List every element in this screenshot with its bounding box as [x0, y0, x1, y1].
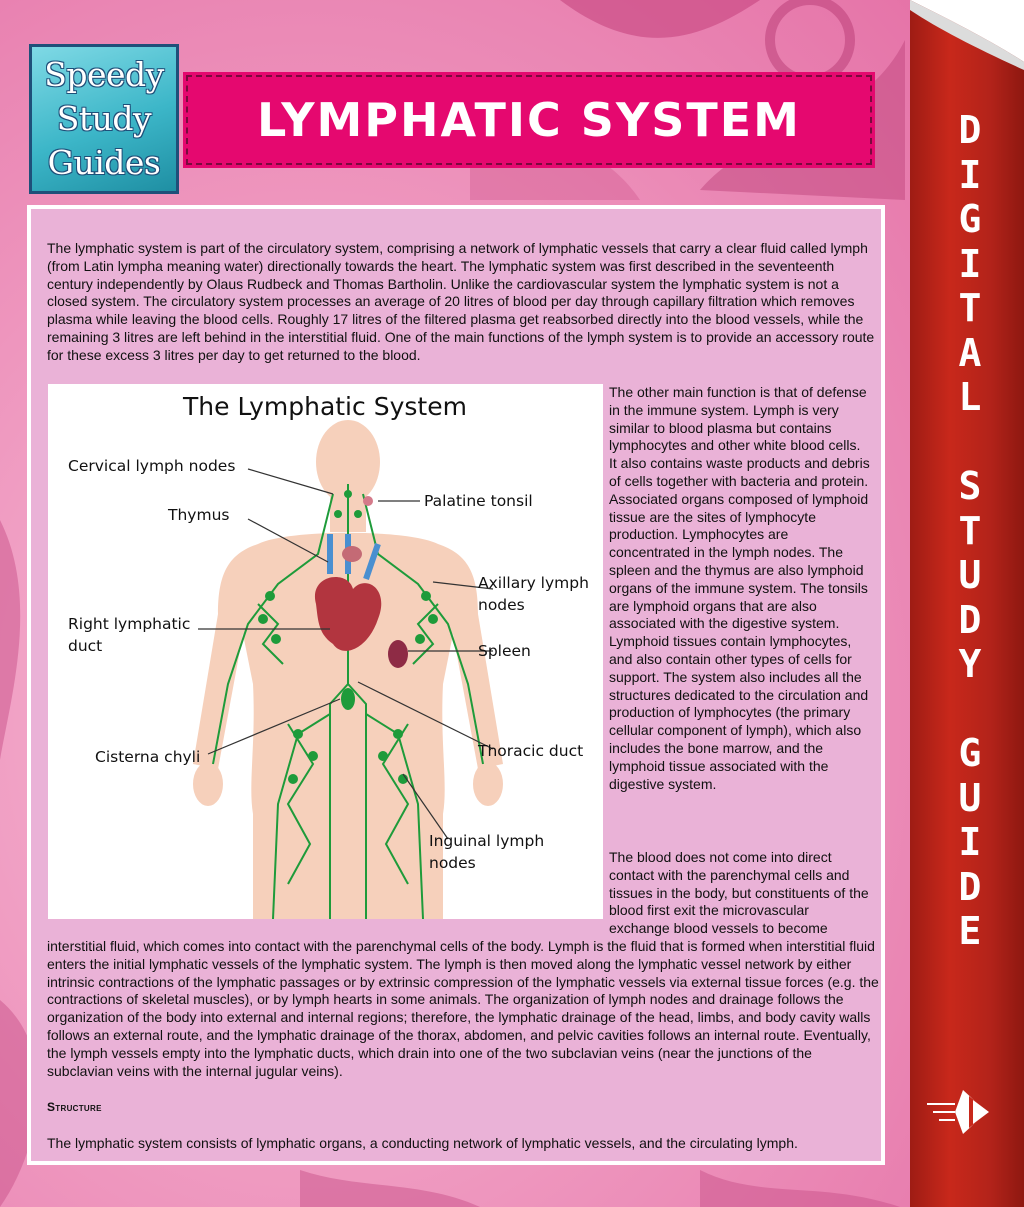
label-cervical-lymph-nodes: Cervical lymph nodes — [68, 457, 236, 475]
content-panel: The lymphatic system is part of the circ… — [27, 205, 885, 1165]
speedy-study-guides-logo: Speedy Study Guides — [29, 44, 179, 194]
page-curl-icon — [910, 0, 1024, 70]
label-axillary-lymph-nodes-1: Axillary lymph — [478, 574, 589, 592]
structure-paragraph: The lymphatic system consists of lymphat… — [47, 1135, 798, 1151]
label-right-lymphatic-duct-2: duct — [68, 637, 103, 655]
label-thoracic-duct: Thoracic duct — [478, 742, 584, 760]
label-palatine-tonsil: Palatine tonsil — [424, 492, 533, 510]
label-right-lymphatic-duct-1: Right lymphatic — [68, 615, 191, 633]
logo-line-2: Study — [56, 99, 152, 138]
interstitial-fluid-paragraph: interstitial fluid, which comes into con… — [47, 938, 879, 1079]
label-thymus: Thymus — [168, 506, 230, 524]
diagram-drawing — [193, 420, 503, 919]
intro-paragraph: The lymphatic system is part of the circ… — [47, 240, 875, 363]
diagram-title: The Lymphatic System — [183, 392, 467, 421]
label-inguinal-lymph-nodes-1: Inguinal lymph — [429, 832, 545, 850]
blood-contact-paragraph: The blood does not come into direct cont… — [609, 849, 869, 937]
logo-line-1: Speedy — [44, 55, 164, 94]
logo-line-3: Guides — [47, 143, 161, 182]
title-banner: LYMPHATIC SYSTEM — [186, 75, 872, 165]
label-inguinal-lymph-nodes-2: nodes — [429, 854, 476, 872]
section-heading-structure: Structure — [47, 1100, 102, 1114]
lymphatic-system-diagram: The Lymphatic System Cervical lymph node… — [48, 384, 603, 919]
label-spleen: Spleen — [478, 642, 531, 660]
book-arrow-icon — [927, 1090, 989, 1134]
label-axillary-lymph-nodes-2: nodes — [478, 596, 525, 614]
page-title: LYMPHATIC SYSTEM — [257, 93, 801, 147]
immune-function-paragraph: The other main function is that of defen… — [609, 384, 870, 792]
spine-title: D I G I T A L S T U D Y G U I D E — [958, 108, 982, 953]
book-spine — [910, 0, 1024, 1207]
label-cisterna-chyli: Cisterna chyli — [95, 748, 201, 766]
